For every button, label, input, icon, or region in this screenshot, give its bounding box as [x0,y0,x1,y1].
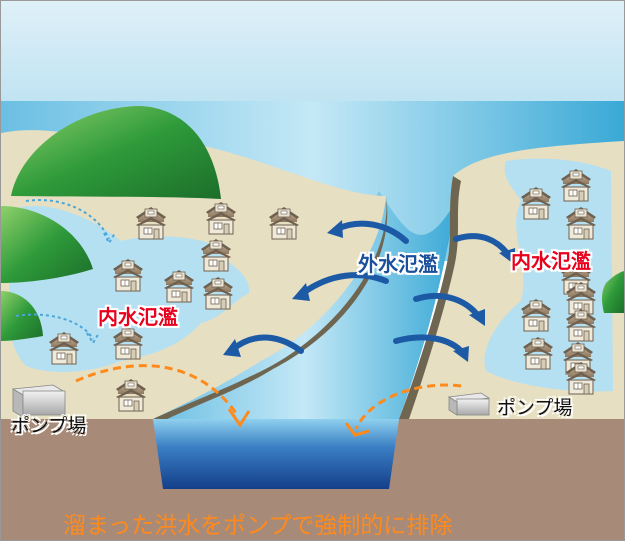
sky [1,1,624,106]
caption: 溜まった洪水をポンプで強制的に排除 [63,513,453,539]
inland-flood-label-left: 内水氾濫 [98,305,178,329]
inland-flood-label-right: 内水氾濫 [511,249,591,273]
hill-right [601,271,624,313]
pump-arrowheads [227,408,370,437]
runoff-arrows [15,199,116,345]
hill-middle [1,206,93,283]
pump-station-label-right: ポンプ場 [497,397,573,419]
pump-house-right [447,392,491,416]
river-flood-label: 外水氾濫 [358,252,438,276]
river-channel-water [153,419,399,489]
pump-station-label-left: ポンプ場 [11,415,87,437]
hill-back [11,106,221,199]
overflow-arrowheads [223,220,515,362]
pump-house-left [11,384,66,418]
right-levee-edge [399,176,461,419]
pump-arrows [75,364,462,430]
hill-front [1,291,43,341]
